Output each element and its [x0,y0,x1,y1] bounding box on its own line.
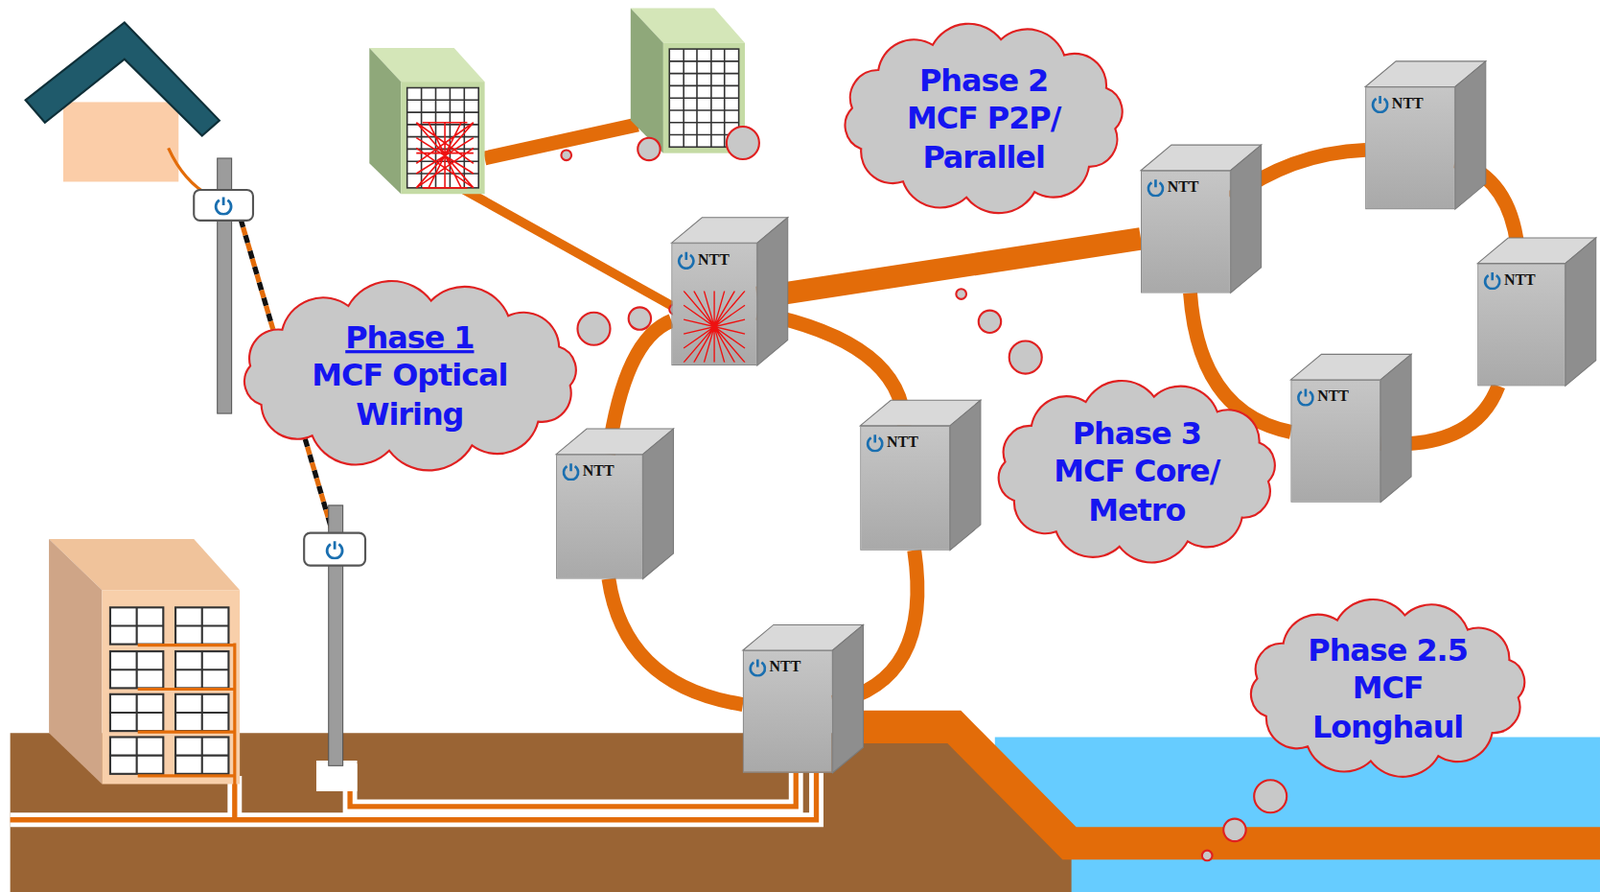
server-label: NTT [1292,380,1381,407]
closure-device [303,533,366,566]
p2p-link [463,189,684,313]
thought-bubbles [560,126,1287,860]
cloud-shape [845,23,1123,213]
fiber-link [608,579,743,705]
server-name: NTT [1317,387,1349,405]
office-side [630,8,664,154]
server-name: NTT [886,433,919,451]
power-icon [560,461,580,481]
power-icon-shape [1148,179,1163,196]
power-icon [326,540,343,558]
cloud-shape [998,380,1276,562]
power-icon [865,432,885,452]
crosshatch [682,290,746,363]
server-name: NTT [769,658,802,676]
power-icon-shape [1372,95,1388,113]
thought-cloud: Phase 2.5MCF Longhaul [1229,587,1547,789]
server-label: NTT [860,426,950,453]
server-box: NTT [742,649,834,773]
power-icon [747,656,767,676]
power-icon-shape [867,434,882,451]
thought-cloud: Phase 1MCF Optical Wiring [222,273,599,478]
power-icon-shape [563,463,579,480]
power-icon [1483,270,1503,290]
phase-heading: Phase 2.5 [1307,630,1467,670]
power-icon-shape [1298,388,1313,405]
cloud-text: Phase 1MCF Optical Wiring [287,318,533,434]
server-label: NTT [1366,88,1455,115]
cloud-text: Phase 3MCF Core/ Metro [1040,414,1234,530]
fiber-link [757,238,1141,298]
office-windows [669,48,739,147]
office-windows [407,88,480,188]
power-icon [215,196,232,214]
thought-cloud: Phase 2MCF P2P/ Parallel [824,12,1143,225]
server-label: NTT [672,243,756,270]
server-box: NTT [556,454,643,580]
phase-heading: Phase 2 [919,61,1048,100]
server-name: NTT [1391,94,1424,113]
phase-description: MCF Longhaul [1300,668,1475,745]
server-name: NTT [1504,271,1536,289]
phase-heading: Phase 1 [345,318,474,357]
power-icon [676,250,696,270]
phase-heading: Phase 3 [1072,414,1202,453]
power-icon-shape [750,659,766,676]
server-box: NTT [671,242,757,366]
server-name: NTT [1167,178,1200,196]
drop-cable [168,147,211,196]
house-wall [63,101,179,182]
water [995,737,1600,892]
in-building-wiring [138,643,235,820]
apartment-side [48,538,102,784]
phase-description: MCF Core/ Metro [1040,452,1234,530]
server-label: NTT [1141,171,1230,198]
cloud-shape [1251,599,1525,777]
server-box: NTT [1365,86,1456,209]
server-name: NTT [582,462,615,480]
phase-description: MCF P2P/ Parallel [886,99,1081,177]
house-roof [25,22,220,136]
power-icon [1370,93,1391,114]
office-front [400,81,485,194]
power-icon [1296,386,1316,406]
phase-description: MCF Optical Wiring [287,356,533,434]
server-label: NTT [1478,264,1564,291]
server-box: NTT [1477,263,1566,387]
cloud-text: Phase 2.5MCF Longhaul [1300,630,1475,746]
server-label: NTT [556,455,642,482]
server-label: NTT [743,650,833,677]
power-icon-shape [678,252,694,269]
server-box: NTT [859,425,951,551]
server-box: NTT [1140,170,1231,294]
server-box: NTT [1290,379,1381,503]
crosshatch [416,122,474,188]
crosshatch-lines [683,290,745,363]
cloud-shape [243,280,576,470]
closure-device [193,189,254,221]
power-icon-shape [1484,272,1500,289]
server-name: NTT [697,251,730,269]
power-icon [1145,177,1165,197]
thought-cloud: Phase 3MCF Core/ Metro [977,369,1297,574]
cloud-text: Phase 2MCF P2P/ Parallel [886,61,1081,177]
office-side [369,47,401,194]
apartment-front [101,589,240,784]
